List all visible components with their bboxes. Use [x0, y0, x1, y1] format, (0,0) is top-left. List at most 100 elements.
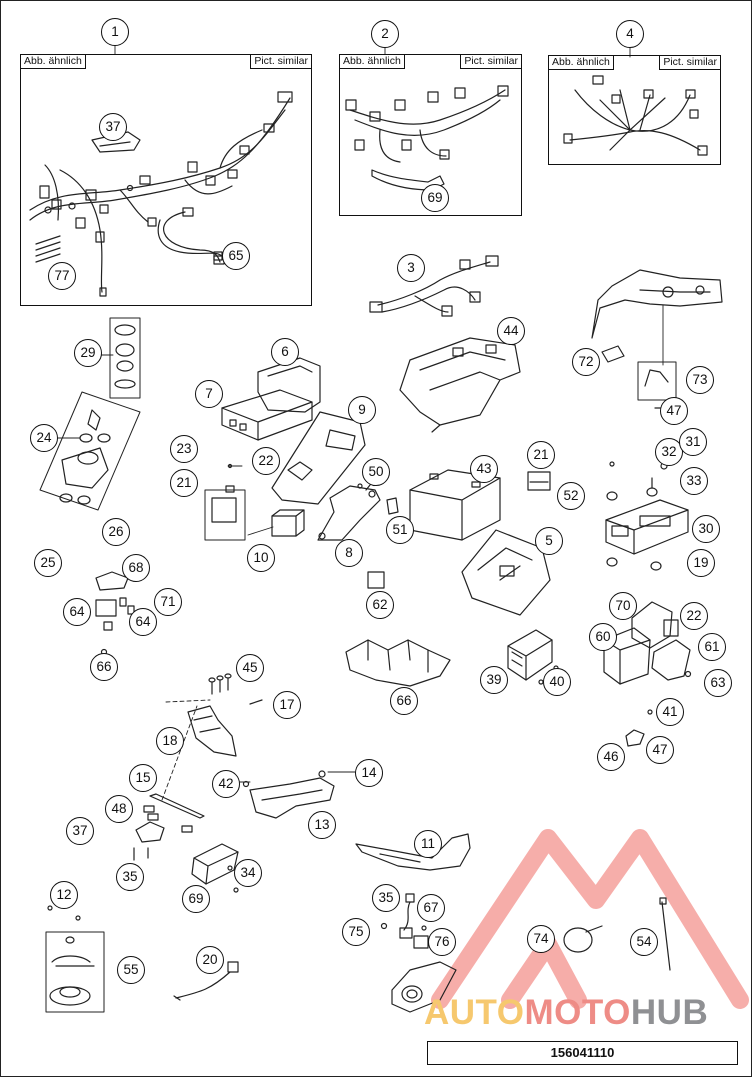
callout-67: 67: [417, 894, 445, 922]
holder-15: [187, 673, 263, 757]
callout-60: 60: [589, 623, 617, 651]
callout-11: 11: [414, 830, 442, 858]
callout-72: 72: [572, 348, 600, 376]
callout-44: 44: [497, 317, 525, 345]
callout-63: 63: [704, 669, 732, 697]
callout-31: 31: [679, 428, 707, 456]
watermark-moto: MOTO: [524, 993, 631, 1032]
clip-51: [386, 497, 399, 515]
sensor-67: [380, 893, 429, 949]
watermark-auto: AUTO: [424, 993, 525, 1032]
part-number: 156041110: [427, 1041, 738, 1065]
callout-50: 50: [362, 458, 390, 486]
callout-71: 71: [154, 588, 182, 616]
callout-14: 14: [355, 759, 383, 787]
sensor-12: [133, 821, 165, 861]
callout-52: 52: [557, 482, 585, 510]
assembly-box-4: Abb. ähnlich Pict. similar: [548, 55, 721, 165]
callout-21: 21: [527, 441, 555, 469]
callout-74: 74: [527, 925, 555, 953]
cable-tie-55: [659, 897, 671, 971]
callout-21: 21: [170, 469, 198, 497]
assembly-box-1: Abb. ähnlich Pict. similar: [20, 54, 312, 306]
pict-similar-de: Abb. ähnlich: [340, 55, 405, 69]
callout-70: 70: [609, 592, 637, 620]
callout-3: 3: [397, 254, 425, 282]
box-24: [39, 391, 141, 511]
callout-10: 10: [247, 544, 275, 572]
clip-45: [625, 709, 653, 747]
callout-34: 34: [234, 859, 262, 887]
callout-19: 19: [687, 549, 715, 577]
harness-3: [369, 255, 499, 317]
handlebar-lever: [591, 269, 723, 339]
hub-74: [391, 961, 457, 1013]
shaft-42: [149, 793, 205, 819]
box-73: [637, 361, 677, 401]
callout-76: 76: [428, 928, 456, 956]
callout-22: 22: [680, 602, 708, 630]
relay-52: [527, 471, 551, 491]
callout-62: 62: [366, 591, 394, 619]
callout-35: 35: [372, 884, 400, 912]
ignition-lock-24: [59, 409, 111, 505]
callout-18: 18: [156, 727, 184, 755]
callout-40: 40: [543, 668, 571, 696]
battery-tray-44: [399, 337, 521, 433]
horn-20: [47, 905, 95, 1006]
callout-9: 9: [348, 396, 376, 424]
callout-29: 29: [74, 339, 102, 367]
callout-66: 66: [90, 653, 118, 681]
callout-15: 15: [129, 764, 157, 792]
callout-69: 69: [182, 885, 210, 913]
relay-10: [211, 463, 305, 537]
callout-33: 33: [680, 467, 708, 495]
box-20: [45, 931, 105, 1013]
callout-43: 43: [470, 455, 498, 483]
callout-55: 55: [117, 956, 145, 984]
cable-53: [173, 961, 239, 1001]
callout-17: 17: [273, 691, 301, 719]
callout-64: 64: [129, 608, 157, 636]
bracket-60: [651, 639, 692, 681]
callout-41: 41: [656, 698, 684, 726]
callout-8: 8: [335, 539, 363, 567]
callout-54: 54: [630, 928, 658, 956]
clip-73: [644, 369, 669, 387]
pict-similar-de: Abb. ähnlich: [21, 55, 86, 69]
callout-37: 37: [66, 817, 94, 845]
callout-75: 75: [342, 918, 370, 946]
box-10: [204, 489, 246, 541]
callout-47: 47: [660, 397, 688, 425]
callout-24: 24: [30, 424, 58, 452]
sub-harness-2: [345, 85, 509, 191]
cover-69: [355, 833, 471, 871]
sensor-cable-65: [163, 207, 225, 265]
ecu-22-61: [631, 601, 679, 649]
callout-5: 5: [535, 527, 563, 555]
lock-cylinder-29: [114, 324, 136, 389]
bracket-8: [317, 483, 381, 541]
pict-similar-en: Pict. similar: [659, 56, 720, 70]
callout-2: 2: [371, 20, 399, 48]
watermark-logo: [431, 829, 749, 1009]
callout-64: 64: [63, 598, 91, 626]
callout-47: 47: [646, 736, 674, 764]
cover-37: [242, 770, 335, 819]
callout-46: 46: [597, 743, 625, 771]
rubber-13: [143, 805, 193, 833]
callout-48: 48: [105, 795, 133, 823]
callout-22: 22: [252, 447, 280, 475]
callout-66: 66: [390, 687, 418, 715]
sub-harness-4: [563, 75, 708, 156]
callout-4: 4: [616, 20, 644, 48]
callout-13: 13: [308, 811, 336, 839]
battery-cover-5: [461, 529, 551, 616]
callout-65: 65: [222, 242, 250, 270]
callout-39: 39: [480, 666, 508, 694]
ecu-7: [221, 389, 313, 441]
callout-45: 45: [236, 654, 264, 682]
callout-6: 6: [271, 338, 299, 366]
